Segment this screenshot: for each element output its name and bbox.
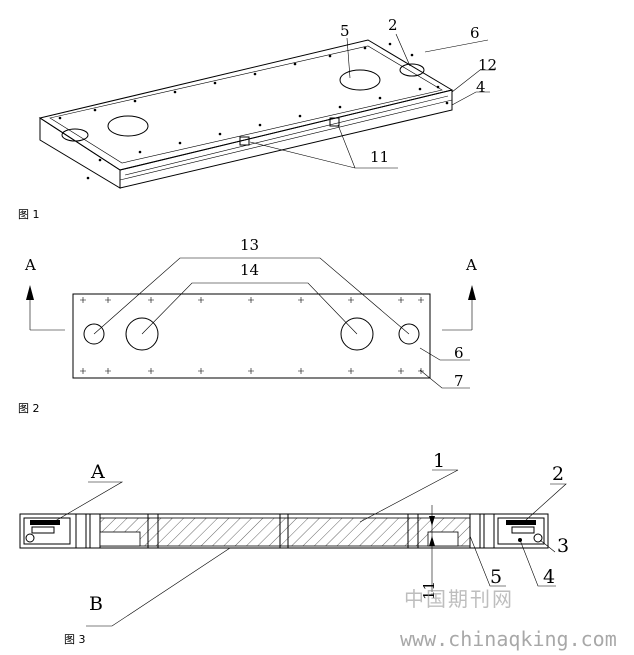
left-end-detail xyxy=(23,517,71,545)
label-11: 11 xyxy=(370,148,389,166)
plate-outline xyxy=(72,293,431,379)
watermark-brand: 中国期刊网 xyxy=(404,587,514,611)
label-14: 14 xyxy=(240,261,259,279)
front-face xyxy=(119,89,453,189)
hatched-body xyxy=(99,517,471,547)
screw-marks xyxy=(80,297,424,374)
small-hole-right xyxy=(399,63,425,77)
small-hole-left xyxy=(61,128,89,142)
label-11: 11 xyxy=(420,581,438,600)
watermark-url: www.chinaqking.com xyxy=(400,627,617,651)
caption-figure-1: 图 1 xyxy=(18,208,40,221)
label-7: 7 xyxy=(454,372,464,390)
watermark: 中国期刊网 www.chinaqking.com xyxy=(400,587,617,651)
label-3: 3 xyxy=(557,535,569,557)
screw-dots xyxy=(58,42,449,180)
label-4: 4 xyxy=(476,78,486,96)
connector-2 xyxy=(329,117,340,127)
label-13: 13 xyxy=(240,236,259,254)
label-2: 2 xyxy=(552,463,564,485)
arrow-up-right-icon xyxy=(468,285,476,300)
connector-1 xyxy=(239,136,250,146)
caption-figure-3: 图 3 xyxy=(64,633,86,646)
top-rim xyxy=(49,45,443,164)
label-12: 12 xyxy=(478,56,497,74)
label-5: 5 xyxy=(340,22,350,40)
large-hole-left xyxy=(125,317,159,351)
label-1: 1 xyxy=(433,450,445,472)
figure-2-top-view: A A 13 14 6 7 图 2 xyxy=(18,236,477,415)
caption-figure-2: 图 2 xyxy=(18,402,40,415)
left-end-face xyxy=(39,117,121,189)
right-end-detail xyxy=(497,517,545,545)
label-a-right: A xyxy=(465,256,477,274)
label-5: 5 xyxy=(490,566,502,588)
arrow-up-left-icon xyxy=(26,285,34,300)
large-hole-right xyxy=(339,69,381,91)
label-a: A xyxy=(90,461,105,483)
figure-1-isometric-view: 5 2 6 12 4 11 图 1 xyxy=(18,16,497,221)
label-b: B xyxy=(89,593,103,615)
large-hole-right xyxy=(340,317,374,351)
label-4: 4 xyxy=(543,566,555,588)
figure-3-section-view: 11 A 1 2 3 4 5 B 图 3 xyxy=(19,450,569,646)
small-hole-left xyxy=(83,323,105,345)
label-2: 2 xyxy=(388,16,398,34)
label-6: 6 xyxy=(470,24,480,42)
small-hole-right xyxy=(398,323,420,345)
label-6: 6 xyxy=(454,344,464,362)
label-a-left: A xyxy=(24,256,36,274)
large-hole-left xyxy=(107,115,149,137)
